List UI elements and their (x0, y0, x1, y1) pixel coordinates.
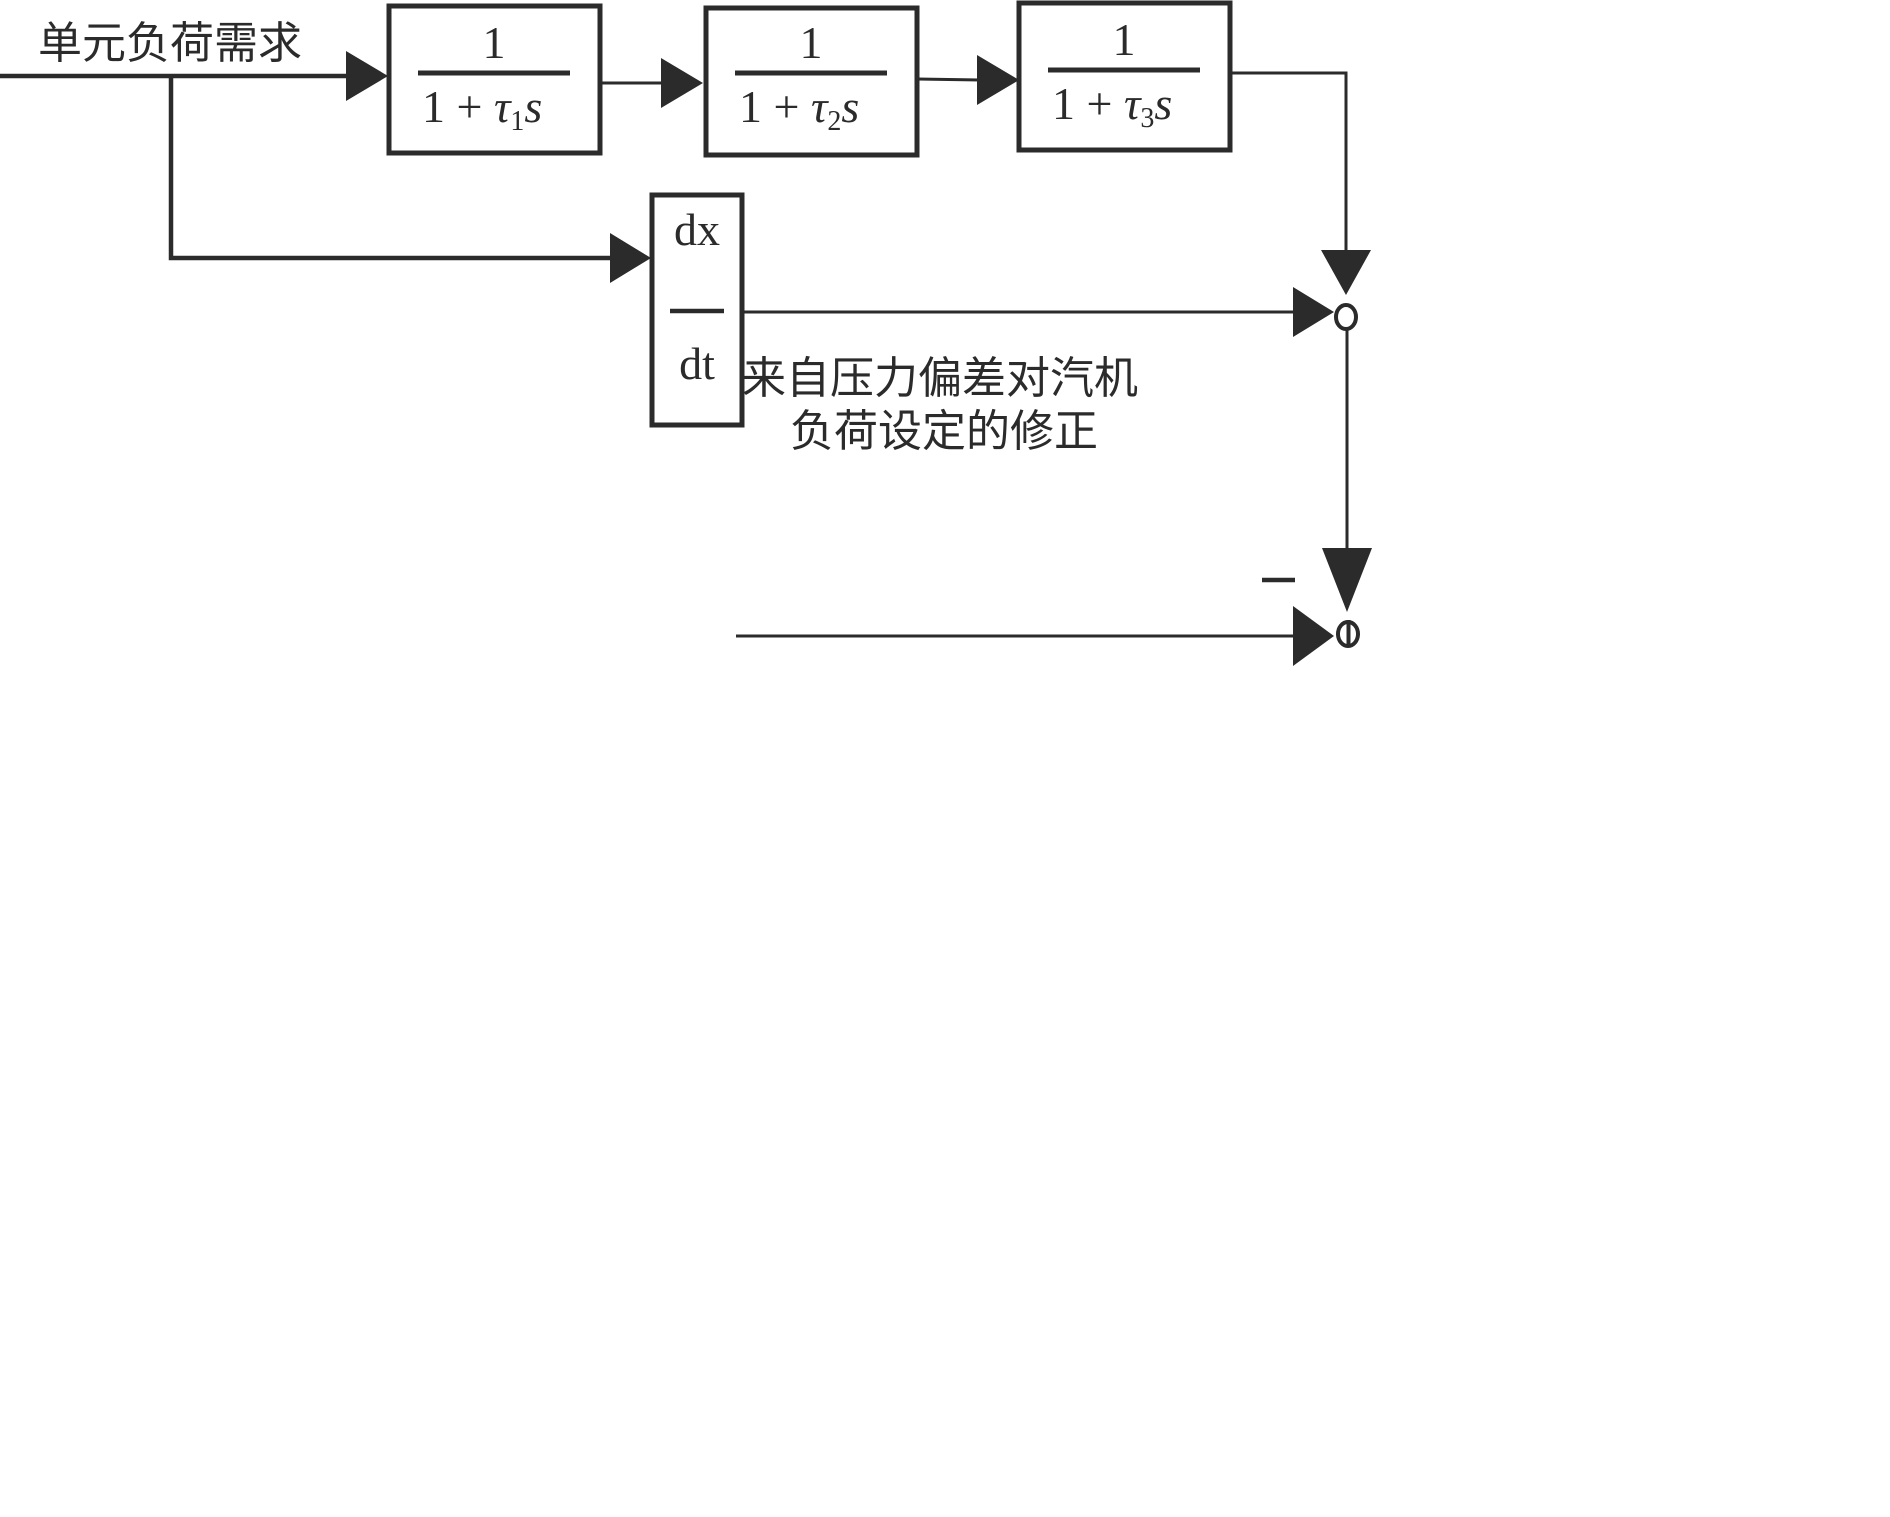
arrow-to-deriv1 (610, 233, 651, 283)
block-derivative-1: dx dt (649, 192, 745, 428)
arrow-to-junction2-top (1322, 548, 1372, 612)
label-unit-load-demand: 单元负荷需求 (38, 18, 302, 69)
line-lag3-to-junction1 (1230, 71, 1348, 250)
label-pressure-correction-2: 负荷设定的修正 (790, 406, 1098, 457)
block-lag1: 1 1 + τ1s (386, 3, 603, 156)
svg-text:1 + τ3s: 1 + τ3s (1052, 78, 1172, 134)
arrow-to-junction2-left (1293, 606, 1334, 666)
line-branch-to-deriv1 (168, 76, 610, 261)
svg-text:1 + τ1s: 1 + τ1s (422, 81, 542, 137)
arrow-to-junction1-top (1321, 250, 1371, 295)
arrow-to-lag2 (661, 58, 703, 108)
svg-text:1: 1 (800, 17, 823, 68)
svg-text:1: 1 (483, 17, 506, 68)
svg-text:dt: dt (679, 338, 715, 389)
block-lag2: 1 1 + τ2s (703, 5, 920, 158)
svg-text:1: 1 (1113, 14, 1136, 65)
arrow-to-lag3 (977, 55, 1019, 105)
label-pressure-correction-1: 来自压力偏差对汽机 (742, 353, 1138, 404)
summing-junction-1 (1334, 303, 1358, 331)
line-lag2-lag3 (916, 77, 981, 82)
block-lag3: 1 1 + τ3s (1016, 0, 1233, 153)
arrow-to-junction1-left (1293, 287, 1334, 337)
svg-text:1 + τ2s: 1 + τ2s (739, 81, 859, 137)
arrow-to-lag1 (346, 51, 388, 101)
svg-text:dx: dx (674, 204, 720, 255)
